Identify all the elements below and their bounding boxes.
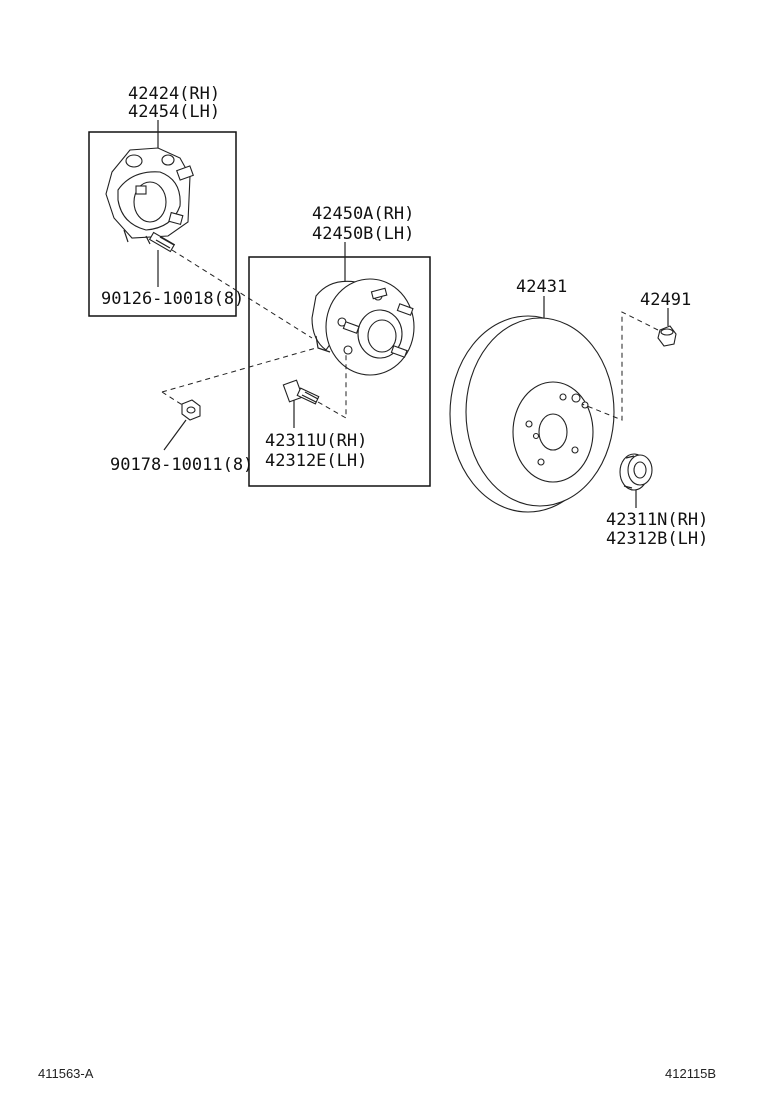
hub-bolt-drawing <box>282 379 320 405</box>
wheel-nut-drawing <box>619 453 653 491</box>
footer-right-code: 412115B <box>665 1066 716 1081</box>
stud-bolt-drawing <box>148 231 176 253</box>
label-stud-bolt[interactable]: 90126-10018(8) <box>101 289 244 309</box>
label-small-nut[interactable]: 90178-10011(8) <box>110 455 253 475</box>
label-hub-lh[interactable]: 42450B(LH) <box>312 224 414 244</box>
knuckle-group-box <box>88 131 237 317</box>
dash-nut-to-hub <box>161 347 317 407</box>
dash-hub-bolt-to-hub <box>317 352 347 419</box>
dash-stud-to-hub <box>171 249 313 339</box>
label-plug[interactable]: 42491 <box>640 290 691 310</box>
footer-left-code: 411563-A <box>38 1066 94 1081</box>
label-wheel-nut-rh[interactable]: 42311N(RH) <box>606 510 708 530</box>
label-disc[interactable]: 42431 <box>516 277 567 297</box>
knuckle-drawing <box>105 147 194 245</box>
small-nut-drawing <box>181 399 201 421</box>
dash-plug-to-disc <box>581 311 659 421</box>
disc-drawing <box>449 315 615 513</box>
label-hub-rh[interactable]: 42450A(RH) <box>312 204 414 224</box>
hub-group-box <box>248 256 431 487</box>
label-hub-bolt-lh[interactable]: 42312E(LH) <box>265 451 367 471</box>
plug-drawing <box>657 325 677 347</box>
label-knuckle-lh[interactable]: 42454(LH) <box>128 102 220 122</box>
label-wheel-nut-lh[interactable]: 42312B(LH) <box>606 529 708 549</box>
label-hub-bolt-rh[interactable]: 42311U(RH) <box>265 431 367 451</box>
label-knuckle-rh[interactable]: 42424(RH) <box>128 84 220 104</box>
hub-bearing-drawing <box>311 278 415 376</box>
leader-small-nut <box>163 419 187 451</box>
